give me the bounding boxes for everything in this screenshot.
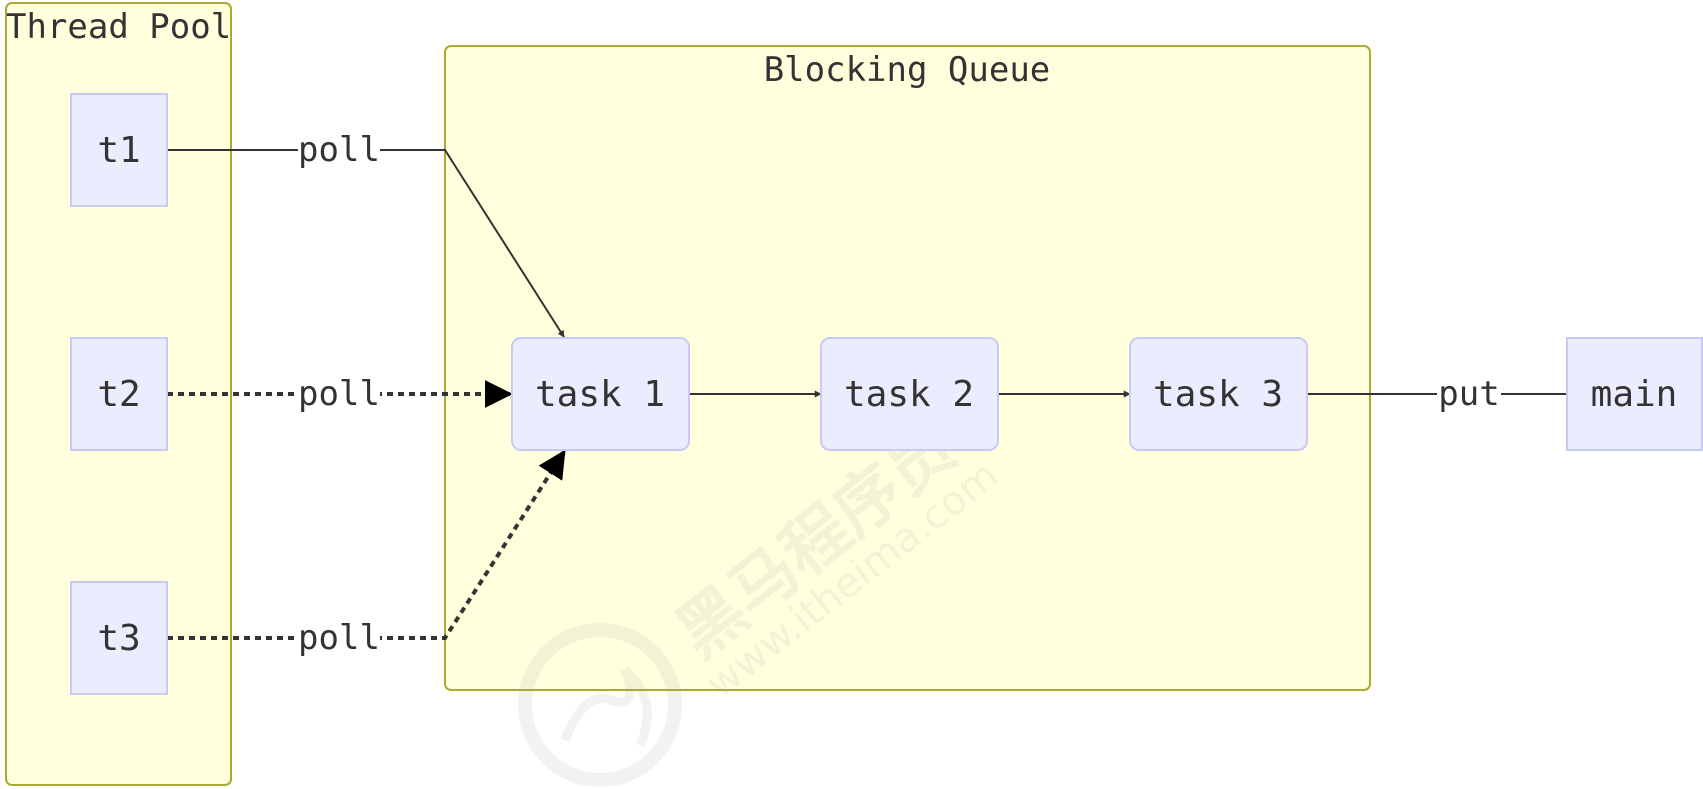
edge-label: poll: [298, 374, 380, 414]
node-label: task 2: [844, 374, 974, 415]
edge-label-background: [298, 374, 380, 414]
node-box[interactable]: [1129, 337, 1308, 451]
edge-label-background: [298, 130, 380, 170]
node-t2[interactable]: t2: [70, 337, 168, 451]
node-main[interactable]: main: [1566, 337, 1703, 451]
edge-t3-task1: poll: [167, 449, 566, 658]
node-task1[interactable]: task 1: [511, 337, 690, 451]
node-box[interactable]: [820, 337, 999, 451]
node-label: task 3: [1153, 374, 1283, 415]
edge-label: poll: [298, 618, 380, 658]
node-box[interactable]: [1566, 337, 1703, 451]
node-label: t3: [97, 618, 140, 659]
cluster-blocking-queue-label: Blocking Queue: [764, 50, 1051, 90]
edge-main-task3: put: [1307, 374, 1567, 414]
node-box[interactable]: [70, 337, 168, 451]
edge-line: [167, 149, 565, 338]
node-box[interactable]: [70, 581, 168, 695]
node-label: task 1: [535, 374, 665, 415]
node-task2[interactable]: task 2: [820, 337, 999, 451]
node-t1[interactable]: t1: [70, 93, 168, 207]
watermark-horse-icon: [560, 666, 652, 747]
edge-t2-task1: poll: [167, 374, 513, 414]
node-box[interactable]: [511, 337, 690, 451]
node-label: t1: [97, 130, 140, 171]
cluster-thread-pool-label: Thread Pool: [6, 7, 231, 47]
edge-line: [167, 449, 566, 640]
edge-label: poll: [298, 130, 380, 170]
node-label: t2: [97, 374, 140, 415]
node-label: main: [1591, 374, 1678, 415]
watermark-logo-icon: [518, 623, 682, 787]
node-task3[interactable]: task 3: [1129, 337, 1308, 451]
edge-label-background: [298, 618, 380, 658]
edge-label-background: [1437, 374, 1501, 414]
edge-label: put: [1438, 374, 1499, 414]
edge-t1-task1: poll: [167, 130, 565, 338]
node-t3[interactable]: t3: [70, 581, 168, 695]
node-box[interactable]: [70, 93, 168, 207]
